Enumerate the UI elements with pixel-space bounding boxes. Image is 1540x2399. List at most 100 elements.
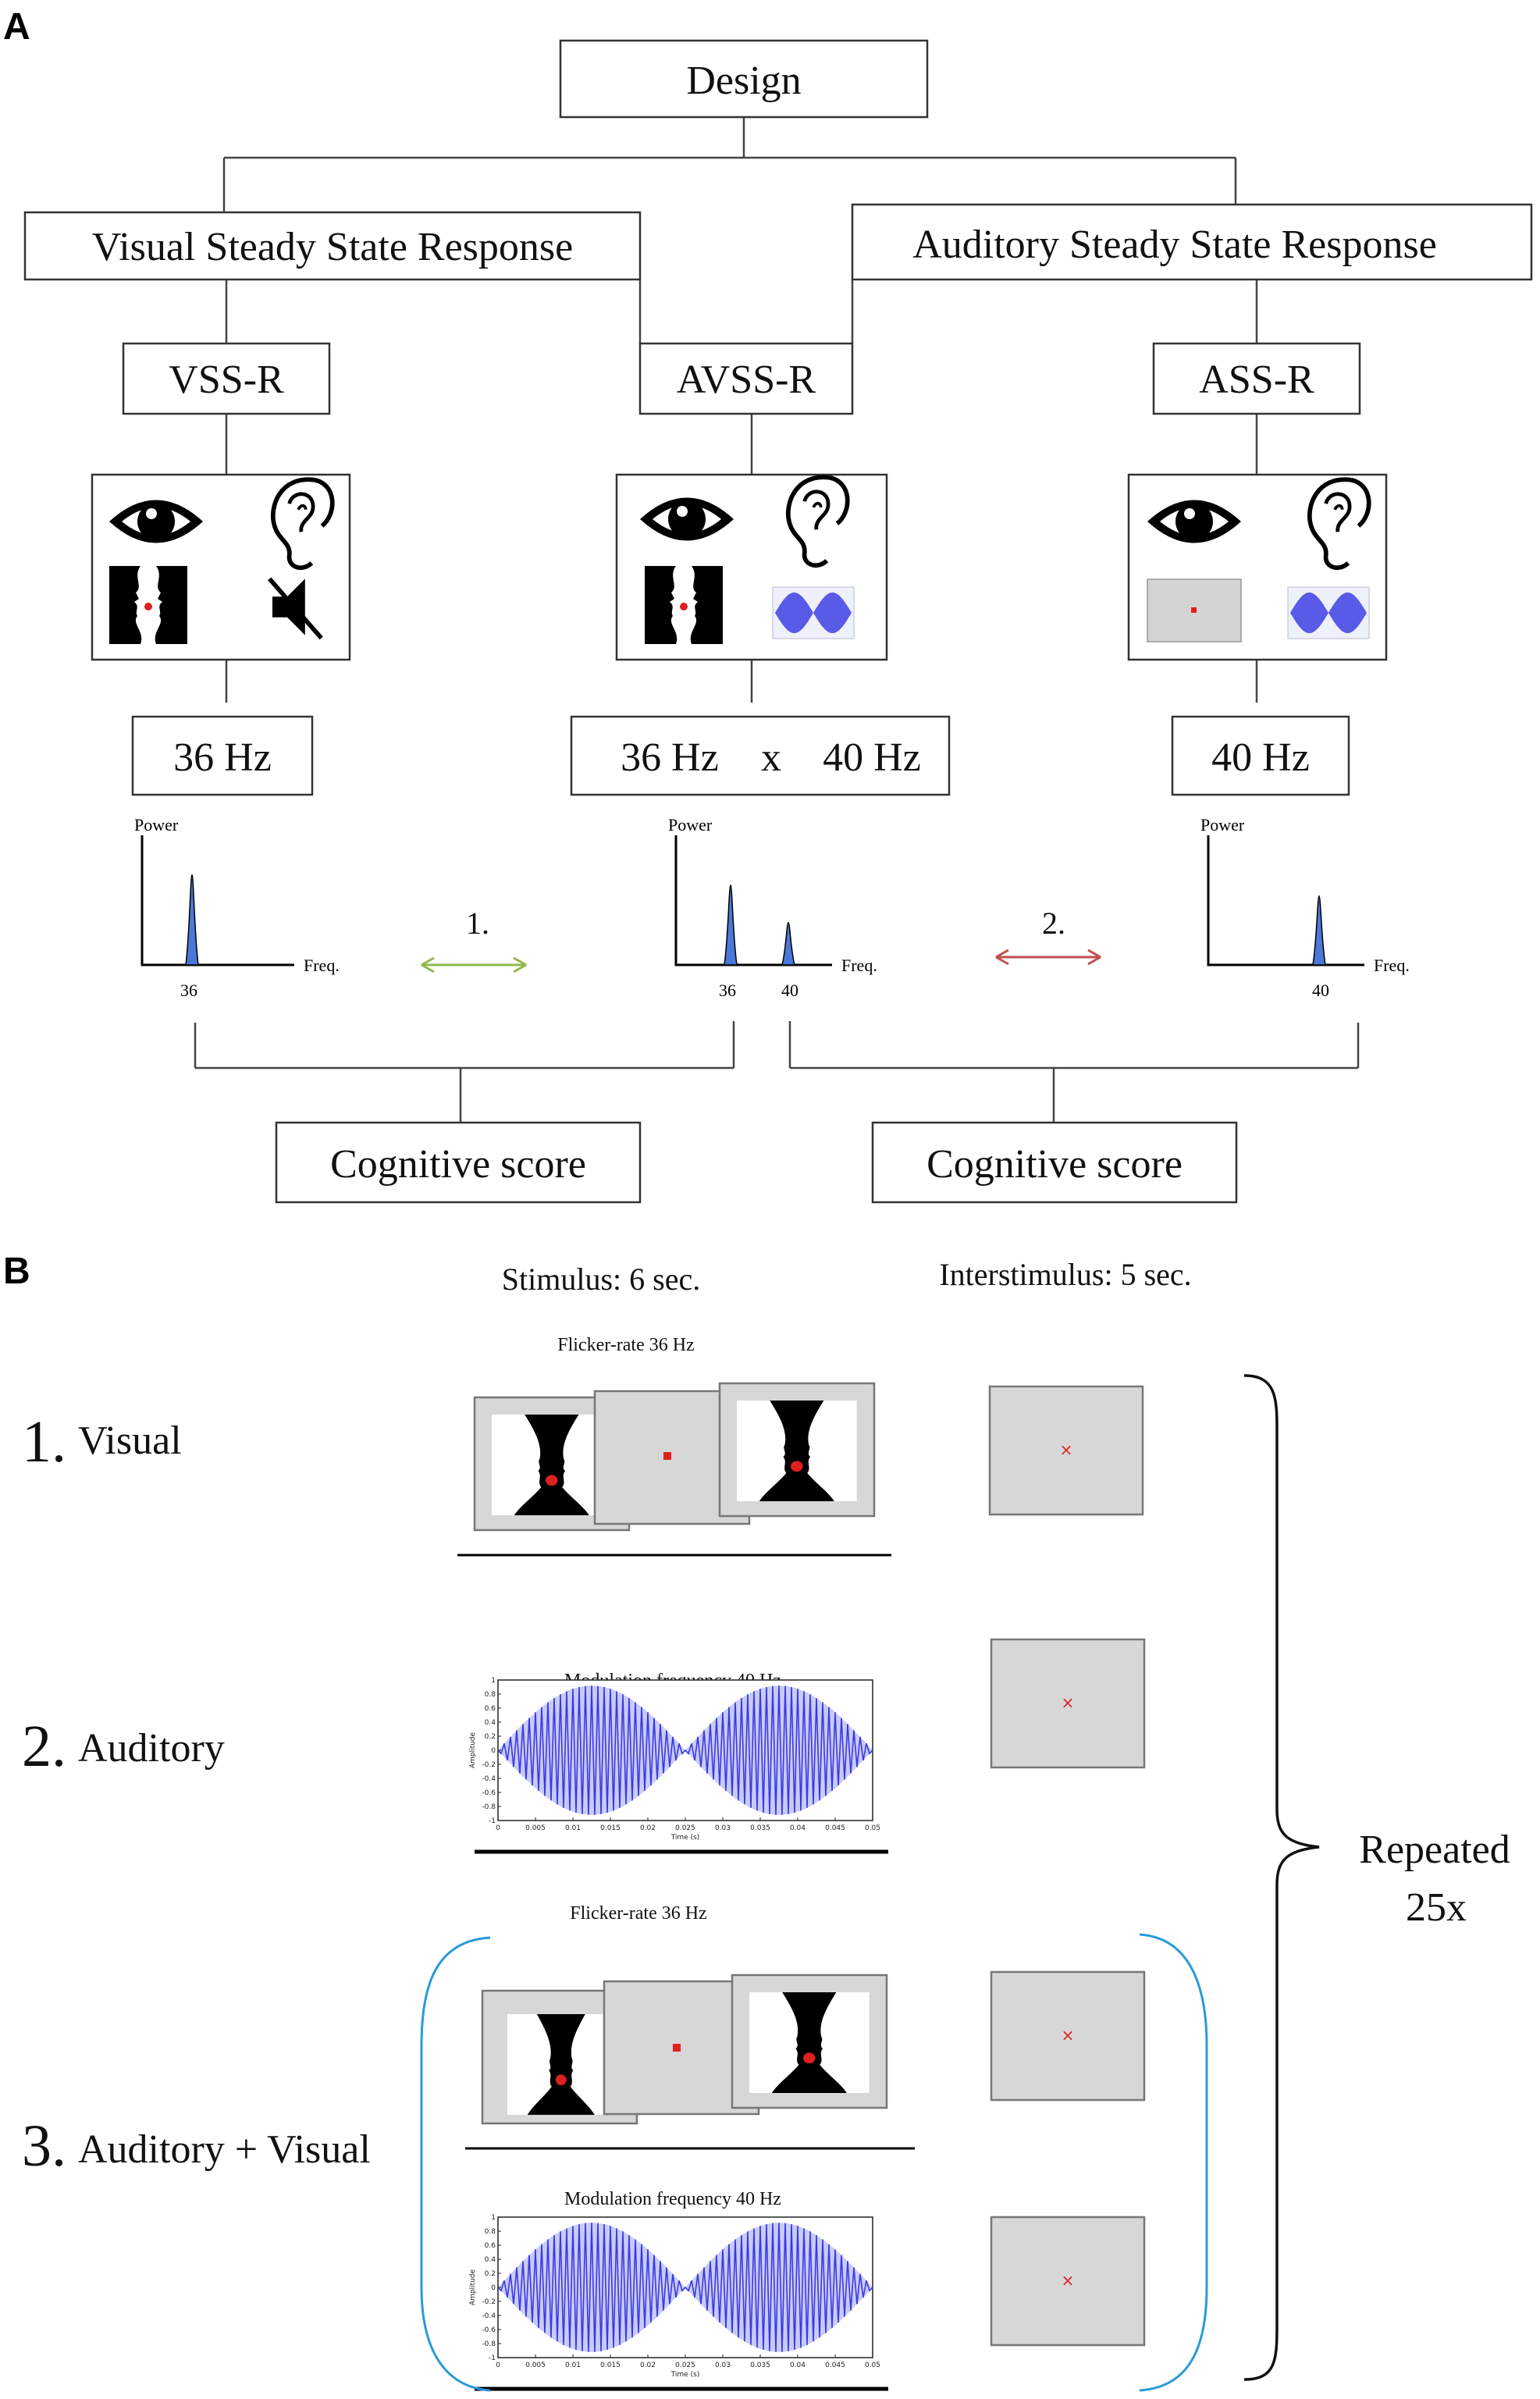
- cognitive-score-box-2: [871, 1121, 1238, 1204]
- row-1-label: 1. Visual: [22, 1409, 182, 1475]
- wave-ytick: 0.4: [485, 2256, 496, 2264]
- design-label: Design: [686, 59, 801, 103]
- wave-xlabel: Time (s): [670, 2371, 700, 2379]
- wave-ytick: 0.6: [485, 2242, 496, 2250]
- vase-faces-icon: [645, 566, 723, 644]
- svg-text:×: ×: [1062, 2271, 1075, 2290]
- wave-ytick: 1: [491, 1677, 496, 1685]
- avss-r-label: AVSS-R: [677, 358, 816, 402]
- svg-text:×: ×: [1062, 1693, 1075, 1712]
- svg-text:×: ×: [1060, 1440, 1073, 1459]
- freq-axis-label: Freq.: [1374, 956, 1410, 975]
- wave-ytick: -1: [489, 2355, 496, 2362]
- vss-r-label: VSS-R: [169, 358, 284, 402]
- wave-ytick: 0.4: [485, 1719, 496, 1727]
- wave-ytick: 0.2: [485, 1733, 496, 1741]
- interstimulus-fixation-4: ×: [990, 2216, 1146, 2347]
- av-condition-bracket-right: [1139, 1933, 1208, 2392]
- wave-ytick: 0.8: [485, 2228, 496, 2236]
- avss-r-frequency-40: 40 Hz: [823, 735, 921, 780]
- waveform-icon: [1287, 586, 1370, 639]
- wave-ytick: 0: [491, 1747, 496, 1755]
- wave-xtick: 0.045: [825, 2362, 845, 2369]
- power-axis-label: Power: [134, 815, 179, 835]
- wave-ylabel: Amplitude: [469, 2269, 477, 2305]
- wave-xtick: 0.02: [640, 2362, 656, 2369]
- row-3-label: 3. Auditory + Visual: [22, 2113, 371, 2179]
- wave-ytick: -0.4: [482, 1775, 496, 1783]
- comparison-2-label: 2.: [1042, 906, 1065, 941]
- waveform-icon: [772, 586, 855, 639]
- cognitive-score-box-1: [275, 1121, 642, 1204]
- tick-label-40: 40: [781, 981, 798, 1000]
- fixation-dot-icon: [1147, 578, 1242, 642]
- tick-label-36: 36: [180, 981, 197, 1000]
- repeat-bracket: [1243, 1374, 1320, 2381]
- av-condition-bracket-left: [420, 1936, 491, 2392]
- ass-r-frequency: 40 Hz: [1211, 735, 1310, 780]
- interstimulus-fixation-3: ×: [990, 1970, 1146, 2102]
- flicker-frames-1: [457, 1382, 891, 1557]
- auditory-ssr-label: Auditory Steady State Response: [912, 222, 1437, 267]
- freq-axis-label: Freq.: [841, 956, 877, 975]
- wave-ytick: 1: [491, 2214, 496, 2222]
- avss-r-frequency-36: 36 Hz: [621, 735, 719, 780]
- wave-ytick: 0: [491, 2284, 496, 2292]
- spectral-peak-36: [185, 874, 199, 966]
- comparison-2-arrow: [995, 949, 1101, 966]
- wave-xtick: 0.005: [525, 2362, 546, 2369]
- wave-ytick: -0.2: [482, 1761, 496, 1769]
- avss-r-box: [638, 342, 854, 415]
- power-axis-label: Power: [1200, 815, 1245, 835]
- repeat-count: 25x: [1406, 1885, 1467, 1930]
- cognitive-score-label-1: Cognitive score: [330, 1142, 586, 1187]
- flicker-frames-2: [465, 1974, 915, 2150]
- wave-ytick: -1: [489, 1817, 496, 1825]
- interstimulus-header: Interstimulus: 5 sec.: [939, 1257, 1191, 1292]
- row-2-label: 2. Auditory: [22, 1714, 225, 1779]
- tick-label-40: 40: [1312, 981, 1329, 1000]
- wave-ytick: -0.6: [482, 1789, 496, 1797]
- wave-ylabel: Amplitude: [469, 1732, 477, 1768]
- wave-xtick: 0.03: [715, 1824, 731, 1832]
- vase-faces-icon: [109, 566, 187, 644]
- wave-ytick: -0.8: [482, 1803, 496, 1811]
- wave-xlabel: Time (s): [670, 1834, 700, 1842]
- avss-r-frequency-times: x: [761, 735, 781, 780]
- wave-xtick: 0.035: [750, 2362, 770, 2369]
- power-axis-label: Power: [668, 815, 713, 835]
- wave-xtick: 0: [496, 2362, 500, 2369]
- wave-xtick: 0.03: [715, 2362, 731, 2369]
- spectral-peak-40: [781, 921, 795, 966]
- wave-xtick: 0.05: [865, 1824, 880, 1832]
- svg-text:3.: 3.: [22, 2113, 66, 2179]
- wave-xtick: 0.015: [600, 2362, 621, 2369]
- repeated-label: Repeated: [1359, 1828, 1510, 1872]
- auditory-ssr-box: [851, 203, 1533, 281]
- comparison-1-label: 1.: [466, 906, 489, 941]
- wave-xtick: 0.035: [750, 1824, 770, 1832]
- svg-text:1.: 1.: [22, 1409, 66, 1475]
- flicker-caption-1: Flicker-rate 36 Hz: [557, 1335, 694, 1355]
- wave-xtick: 0.04: [790, 1824, 806, 1832]
- wave-xtick: 0.05: [865, 2362, 880, 2369]
- wave-xtick: 0.02: [640, 1824, 656, 1832]
- wave-xtick: 0.025: [675, 1824, 695, 1832]
- panel-a-label: A: [3, 6, 30, 48]
- wave-ytick: -0.6: [482, 2326, 496, 2334]
- modulation-caption-2: Modulation frequency 40 Hz: [564, 2189, 781, 2209]
- ass-r-box: [1152, 342, 1361, 415]
- vss-r-frequency: 36 Hz: [173, 735, 272, 780]
- svg-text:Visual: Visual: [78, 1418, 182, 1463]
- spectral-peak-40: [1312, 895, 1326, 966]
- wave-xtick: 0.04: [790, 2362, 806, 2369]
- interstimulus-fixation-1: ×: [988, 1385, 1144, 1516]
- design-box: [559, 39, 929, 119]
- tree-connectors: [194, 117, 1360, 1123]
- avss-r-frequency-box: [570, 715, 951, 796]
- wave-ytick: -0.8: [482, 2340, 496, 2348]
